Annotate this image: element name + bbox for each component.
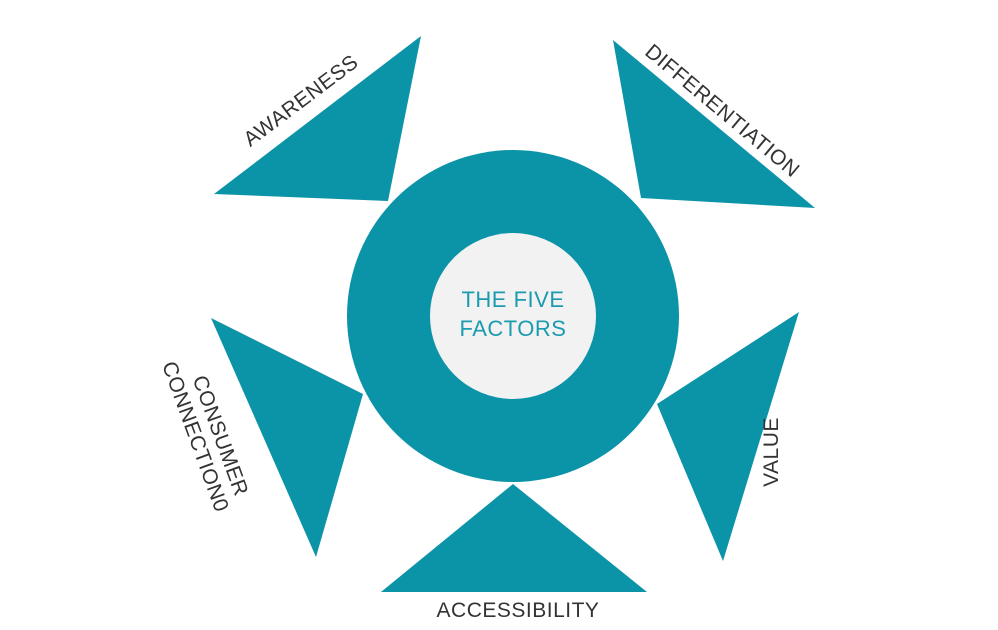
accessibility-triangle <box>381 484 647 592</box>
inner-circle <box>430 233 596 399</box>
center-title-line1: THE FIVE <box>461 287 564 312</box>
accessibility-label: ACCESSIBILITY <box>437 599 600 622</box>
value-triangle <box>657 312 799 561</box>
value-label: VALUE <box>760 417 783 487</box>
consumer-connection-triangle <box>211 318 363 557</box>
differentiation-triangle <box>613 40 815 208</box>
center-title-line2: FACTORS <box>459 316 566 341</box>
awareness-triangle <box>214 36 421 201</box>
